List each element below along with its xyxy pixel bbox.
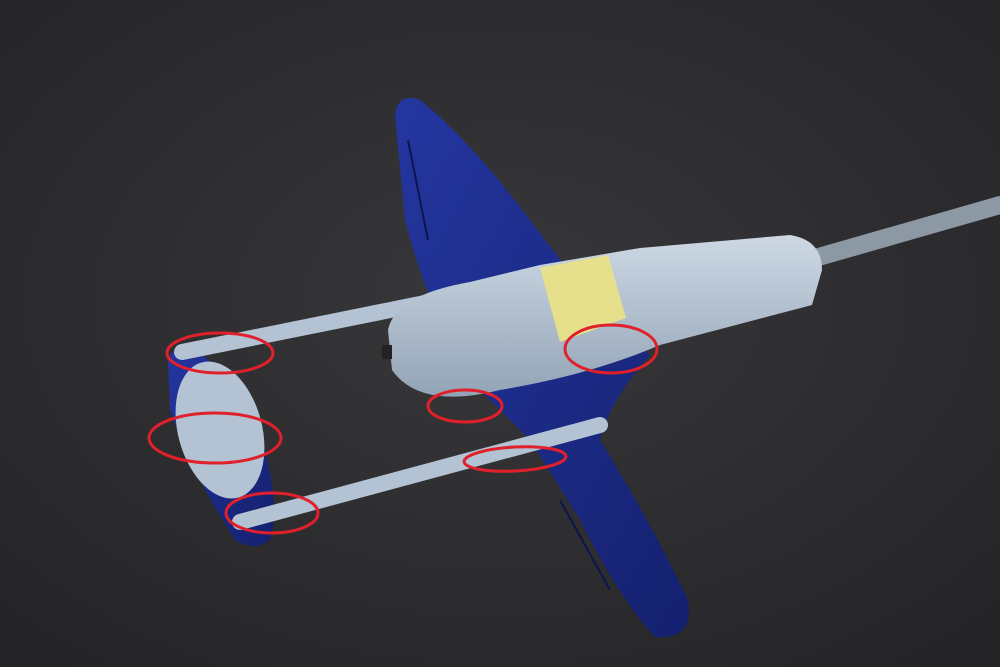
highlight-ellipse (426, 388, 504, 424)
lower-tail-boom (232, 417, 608, 530)
highlight-ellipse (165, 331, 275, 375)
highlight-ellipse (563, 323, 659, 375)
mounting-rod (806, 196, 1000, 267)
masking-tape (540, 255, 626, 342)
aileron-line (559, 499, 611, 591)
vertical-fin (175, 361, 265, 499)
engine-intake (382, 345, 392, 359)
highlight-ellipses (147, 323, 659, 535)
upper-tail-boom (174, 294, 438, 360)
highlight-ellipse (224, 491, 320, 535)
highlight-ellipse (462, 445, 568, 473)
highlight-ellipse (147, 411, 283, 465)
aileron-line (407, 139, 429, 241)
